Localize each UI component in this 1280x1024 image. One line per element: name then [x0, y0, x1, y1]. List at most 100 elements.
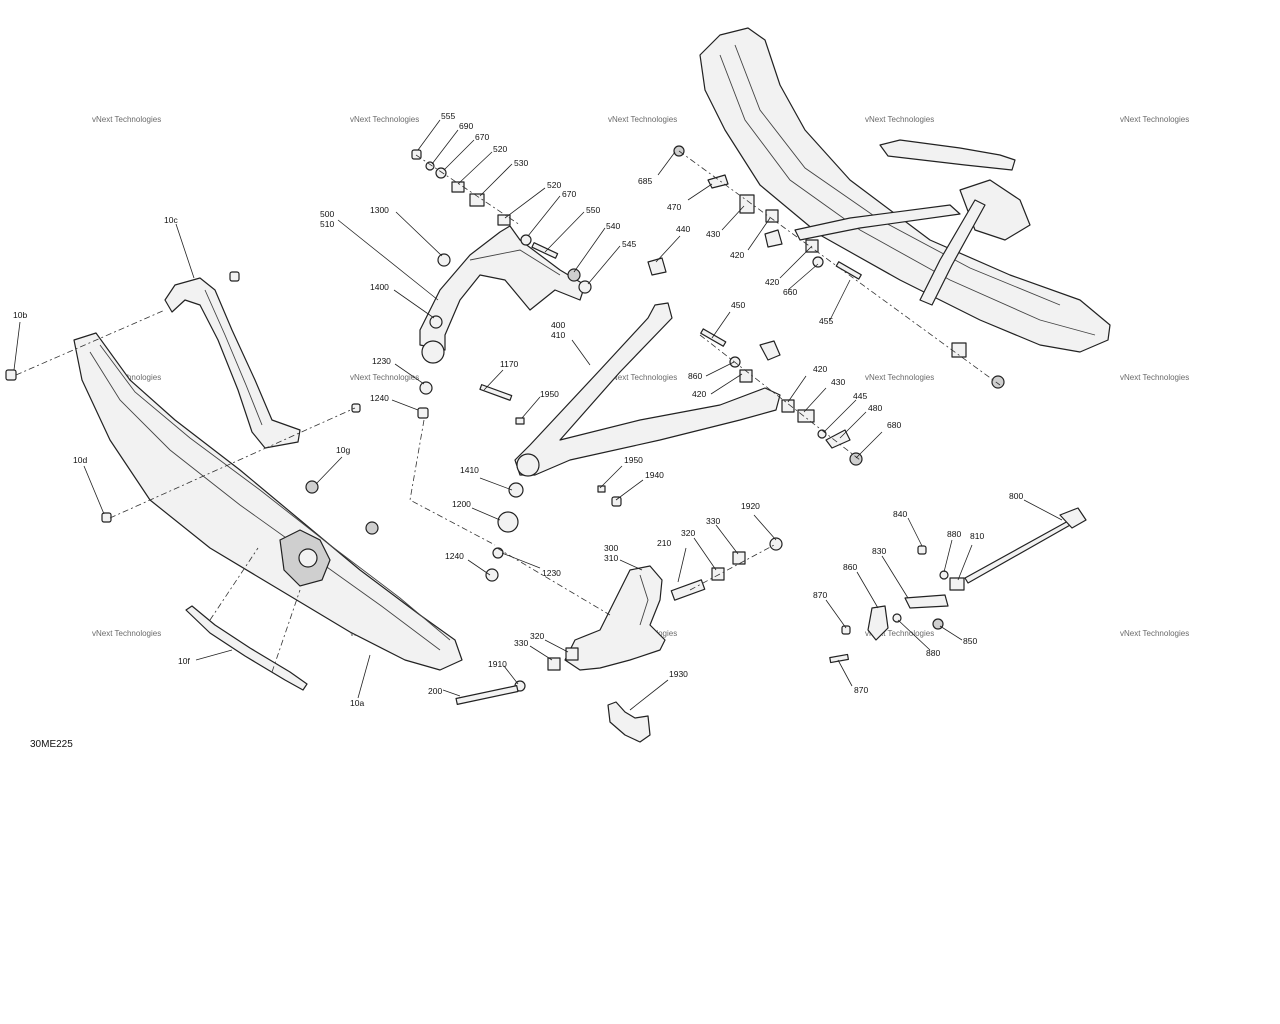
- right-ski-assembly: [647, 27, 1111, 389]
- callout-1170: 1170: [500, 359, 519, 369]
- bushing-520b: [497, 214, 511, 226]
- upper-arm-part-1300: [437, 253, 451, 267]
- ski-pivot-hole: [298, 548, 318, 568]
- part-1410: [508, 482, 524, 498]
- upper-a-arm-ball-housing: [421, 340, 445, 364]
- callout-1930: 1930: [669, 669, 688, 679]
- watermark-11: vNext Technologies: [92, 629, 161, 638]
- leader-lines: [13, 119, 1063, 711]
- clip-440a: [647, 257, 667, 276]
- part-1230b: [492, 547, 504, 559]
- callout-860b: 860: [843, 562, 857, 572]
- part-1240: [417, 407, 429, 419]
- callout-430b: 430: [831, 377, 845, 387]
- spindle-300: [564, 565, 666, 671]
- washer-670b: [520, 234, 532, 246]
- callout-690: 690: [459, 121, 473, 131]
- callouts: 555 690 670 520 530 520 670 550 540 545 …: [13, 111, 1023, 708]
- bushing-420d: [781, 399, 795, 413]
- callout-530: 530: [514, 158, 528, 168]
- bolt-10d: [101, 512, 112, 523]
- washer-880b: [892, 613, 902, 623]
- callout-420c: 420: [692, 389, 706, 399]
- watermark-10: vNext Technologies: [1120, 373, 1189, 382]
- callout-1230b: 1230: [542, 568, 561, 578]
- bolt-450: [700, 328, 727, 347]
- watermark-7: vNext Technologies: [350, 373, 419, 382]
- callout-800: 800: [1009, 491, 1023, 501]
- callout-445: 445: [853, 391, 867, 401]
- callout-1950a: 1950: [540, 389, 559, 399]
- callout-1940: 1940: [645, 470, 664, 480]
- callout-10d: 10d: [73, 455, 87, 465]
- bushing-420a: [765, 209, 779, 223]
- callout-1410: 1410: [460, 465, 479, 475]
- bolt-550: [531, 242, 559, 259]
- callout-510: 510: [320, 219, 334, 229]
- callout-520b: 520: [547, 180, 561, 190]
- callout-1230a: 1230: [372, 356, 391, 366]
- nut-540: [567, 268, 581, 282]
- left-ski-assembly: [5, 271, 463, 691]
- bushing-320a: [711, 567, 725, 581]
- sleeve-530: [469, 193, 485, 207]
- ski-handle: [164, 277, 301, 449]
- watermark-14: vNext Technologies: [865, 629, 934, 638]
- callout-850: 850: [963, 636, 977, 646]
- callout-480: 480: [868, 403, 882, 413]
- upper-arm-part-1400: [429, 315, 443, 329]
- lower-a-arm: [514, 302, 781, 476]
- bushing-420c: [739, 369, 753, 383]
- callout-10g: 10g: [336, 445, 350, 455]
- sleeve-430b: [797, 409, 815, 423]
- callout-1950b: 1950: [624, 455, 643, 465]
- callout-500: 500: [320, 209, 334, 219]
- tie-rod-800: [964, 519, 1073, 584]
- right-ski-body: [699, 27, 1111, 353]
- callout-410: 410: [551, 330, 565, 340]
- callout-450: 450: [731, 300, 745, 310]
- callout-860a: 860: [688, 371, 702, 381]
- part-1230: [419, 381, 433, 395]
- lower-a-arm-assembly: [479, 302, 863, 582]
- callout-320a: 320: [681, 528, 695, 538]
- callout-1240a: 1240: [370, 393, 389, 403]
- clip-440b: [759, 340, 781, 361]
- tie-rod-assembly: [829, 507, 1087, 664]
- bracket-480: [825, 429, 851, 449]
- callout-210: 210: [657, 538, 671, 548]
- right-lower-arm: [794, 204, 961, 241]
- callout-455: 455: [819, 316, 833, 326]
- callout-880a: 880: [947, 529, 961, 539]
- diagram-reference-code: 30ME225: [30, 739, 73, 750]
- bushing-330b: [547, 657, 561, 671]
- callout-810: 810: [970, 531, 984, 541]
- part-1940: [611, 496, 622, 507]
- callout-400: 400: [551, 320, 565, 330]
- callout-670b: 670: [562, 189, 576, 199]
- watermark-5: vNext Technologies: [1120, 115, 1189, 124]
- right-ski-bracket: [959, 179, 1031, 241]
- callout-1300: 1300: [370, 205, 389, 215]
- nut-10h: [365, 521, 379, 535]
- lever-830: [904, 594, 949, 609]
- callout-470a: 470: [667, 202, 681, 212]
- callout-680: 680: [887, 420, 901, 430]
- bolt-10c: [229, 271, 240, 282]
- nut-right: [991, 375, 1005, 389]
- callout-870b: 870: [854, 685, 868, 695]
- washer-660: [812, 256, 824, 268]
- callout-330b: 330: [514, 638, 528, 648]
- link-860: [867, 605, 889, 641]
- nut-680: [849, 452, 863, 466]
- bolt-1170: [479, 384, 513, 401]
- part-1240b: [485, 568, 499, 582]
- callout-10b: 10b: [13, 310, 27, 320]
- callout-330a: 330: [706, 516, 720, 526]
- callout-545: 545: [622, 239, 636, 249]
- callout-1400: 1400: [370, 282, 389, 292]
- callout-685: 685: [638, 176, 652, 186]
- callout-670a: 670: [475, 132, 489, 142]
- right-strut: [919, 199, 986, 306]
- washer-670a: [435, 167, 447, 179]
